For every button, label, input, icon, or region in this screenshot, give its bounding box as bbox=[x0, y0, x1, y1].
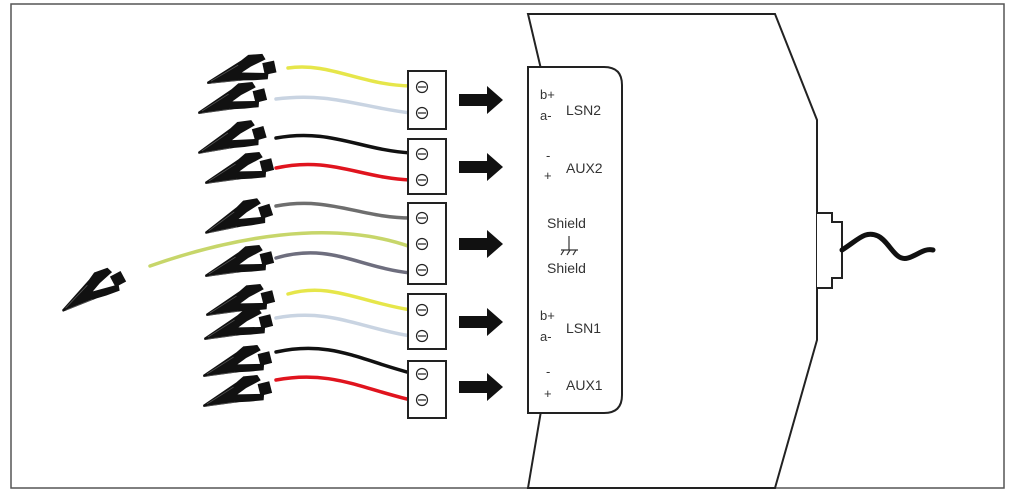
lsn2-bottom-sign: a- bbox=[540, 108, 552, 123]
screw-terminal-icon bbox=[415, 329, 429, 343]
wire-lsn2-white bbox=[274, 95, 413, 115]
screw-terminal-icon bbox=[415, 80, 429, 94]
screw-terminal-icon bbox=[415, 303, 429, 317]
alligator-clip-icon bbox=[198, 192, 276, 243]
terminal-block-lsn1 bbox=[407, 293, 447, 350]
screw-terminal-icon bbox=[415, 393, 429, 407]
wire-lsn1-white bbox=[274, 313, 413, 338]
wire-aux1-red bbox=[274, 375, 413, 402]
aux1-bottom-sign: + bbox=[544, 386, 552, 401]
aux2-label: AUX2 bbox=[566, 160, 603, 176]
ground-symbol-icon bbox=[560, 236, 578, 256]
group-lsn1-labels: b+ a- LSN1 bbox=[540, 308, 601, 344]
right-arrow-icon bbox=[459, 373, 503, 401]
aux1-label: AUX1 bbox=[566, 377, 603, 393]
shield-bottom-label: Shield bbox=[547, 260, 586, 276]
screw-terminal-icon bbox=[415, 263, 429, 277]
group-aux1-labels: - + AUX1 bbox=[544, 364, 603, 401]
screws bbox=[415, 80, 429, 407]
right-arrow-icon bbox=[459, 86, 503, 114]
wire-shield-gray-top bbox=[274, 201, 413, 220]
alligator-clip-icon bbox=[193, 77, 269, 123]
lsn1-top-sign: b+ bbox=[540, 308, 555, 323]
wire-shield-green-yellow bbox=[148, 231, 413, 268]
terminal-blocks bbox=[407, 70, 447, 419]
wire-lsn1-yellow bbox=[286, 288, 413, 312]
wire-aux2-black bbox=[274, 133, 413, 155]
terminal-block-lsn2 bbox=[407, 70, 447, 130]
lsn2-label: LSN2 bbox=[566, 102, 601, 118]
aux2-top-sign: - bbox=[546, 148, 550, 163]
power-cable bbox=[839, 231, 936, 261]
alligator-clip-icon bbox=[198, 370, 274, 416]
alligator-clip-icon bbox=[198, 340, 274, 386]
group-aux2-labels: - + AUX2 bbox=[544, 148, 603, 183]
screw-terminal-icon bbox=[415, 367, 429, 381]
wire-aux2-red bbox=[274, 162, 413, 182]
alligator-clips bbox=[53, 49, 279, 416]
arrows bbox=[459, 86, 503, 401]
alligator-clip-icon bbox=[53, 260, 130, 320]
cable-connector bbox=[817, 212, 843, 289]
wire-shield-gray-bottom bbox=[274, 251, 413, 275]
lsn2-top-sign: b+ bbox=[540, 87, 555, 102]
screw-terminal-icon bbox=[415, 106, 429, 120]
diagram-frame bbox=[10, 3, 1005, 489]
right-arrow-icon bbox=[459, 153, 503, 181]
screw-terminal-icon bbox=[415, 173, 429, 187]
screw-terminal-icon bbox=[415, 237, 429, 251]
terminal-block-aux2 bbox=[407, 138, 447, 195]
wires bbox=[148, 65, 413, 402]
shield-top-label: Shield bbox=[547, 215, 586, 231]
screw-terminal-icon bbox=[415, 147, 429, 161]
terminal-block-aux1 bbox=[407, 360, 447, 419]
wire-lsn2-yellow bbox=[286, 65, 413, 88]
wire-aux1-black bbox=[274, 346, 413, 375]
aux2-bottom-sign: + bbox=[544, 168, 552, 183]
right-arrow-icon bbox=[459, 230, 503, 258]
lsn1-bottom-sign: a- bbox=[540, 329, 552, 344]
group-shield-labels: Shield Shield bbox=[547, 215, 586, 276]
terminal-panel bbox=[527, 66, 623, 414]
lsn1-label: LSN1 bbox=[566, 320, 601, 336]
screw-terminal-icon bbox=[415, 211, 429, 225]
right-arrow-icon bbox=[459, 308, 503, 336]
alligator-clip-icon bbox=[200, 147, 276, 193]
aux1-top-sign: - bbox=[546, 364, 550, 379]
group-lsn2-labels: b+ a- LSN2 bbox=[540, 87, 601, 123]
